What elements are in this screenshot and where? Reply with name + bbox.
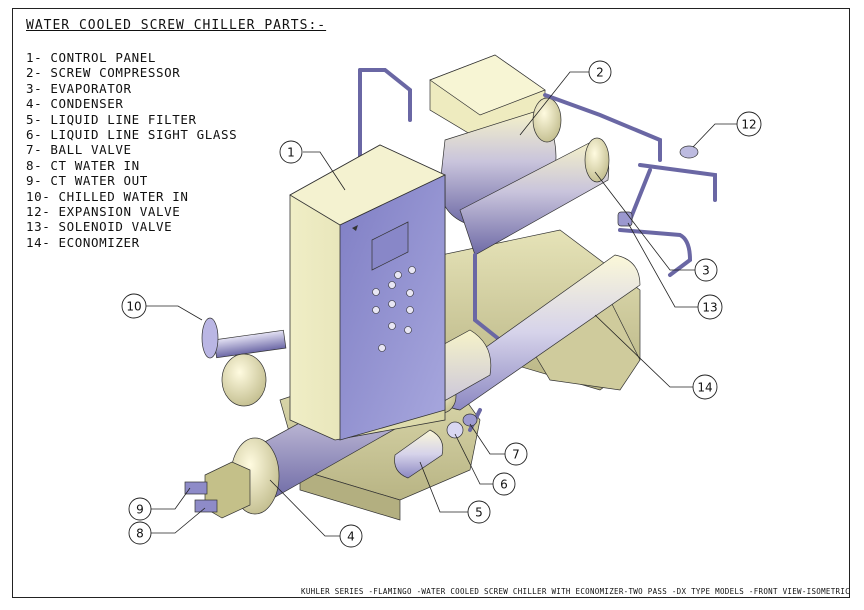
control-panel [289,144,446,441]
svg-text:6: 6 [500,478,508,492]
svg-text:7: 7 [512,448,520,462]
parts-list: 1- CONTROL PANEL 2- SCREW COMPRESSOR 3- … [26,50,237,250]
parts-list-item: 14- ECONOMIZER [26,234,140,250]
parts-list-item: 4- CONDENSER [26,96,124,112]
callout-12: 12 [736,111,762,137]
chilled-water-inlet [201,317,287,407]
callout-10: 10 [121,293,147,319]
parts-list-item: 8- CT WATER IN [26,157,140,173]
svg-text:13: 13 [702,301,717,315]
svg-text:14: 14 [697,381,712,395]
solenoid-valve [617,211,633,227]
evaporator [459,137,610,256]
svg-text:2: 2 [596,66,604,80]
callout-leaders [146,71,737,537]
liquid-line-filter [394,429,444,479]
parts-list-item: 10- CHILLED WATER IN [26,188,189,204]
control-panel-display [371,221,409,271]
callout-6: 6 [492,472,516,496]
parts-list-item: 5- LIQUID LINE FILTER [26,111,197,127]
svg-text:3: 3 [702,264,710,278]
callout-8: 8 [128,521,152,545]
callout-3: 3 [694,258,718,282]
callout-14: 14 [692,374,718,400]
parts-list-item: 9- CT WATER OUT [26,173,148,189]
drawing-footer-caption: KUHLER SERIES -FLAMINGO -WATER COOLED SC… [301,587,850,596]
callout-13: 13 [697,294,723,320]
parts-list-item: 6- LIQUID LINE SIGHT GLASS [26,127,238,143]
svg-text:4: 4 [347,530,355,544]
callout-4: 4 [339,524,363,548]
expansion-valve [679,145,699,159]
svg-text:10: 10 [126,300,141,314]
ball-valve [462,413,478,427]
callout-7: 7 [504,442,528,466]
parts-list-item: 2- SCREW COMPRESSOR [26,65,181,81]
refrigerant-piping [358,68,717,432]
svg-text:9: 9 [136,503,144,517]
svg-text:8: 8 [136,527,144,541]
callout-1: 1 [279,140,303,164]
parts-list-item: 12- EXPANSION VALVE [26,204,181,220]
parts-list-item: 3- EVAPORATOR [26,80,132,96]
parts-list-item: 7- BALL VALVE [26,142,132,158]
parts-list-item: 1- CONTROL PANEL [26,50,157,65]
page-title: WATER COOLED SCREW CHILLER PARTS:- [26,18,327,33]
drawing-border [12,8,850,598]
svg-text:12: 12 [741,118,756,132]
svg-text:1: 1 [287,146,295,160]
callout-9: 9 [128,497,152,521]
control-panel-switches [372,266,416,352]
condenser-water-box [184,461,251,519]
parts-list-item: 13- SOLENOID VALVE [26,219,173,235]
callout-5: 5 [467,500,491,524]
liquid-line-sight-glass [446,421,464,439]
callout-2: 2 [588,60,612,84]
svg-text:5: 5 [475,506,483,520]
